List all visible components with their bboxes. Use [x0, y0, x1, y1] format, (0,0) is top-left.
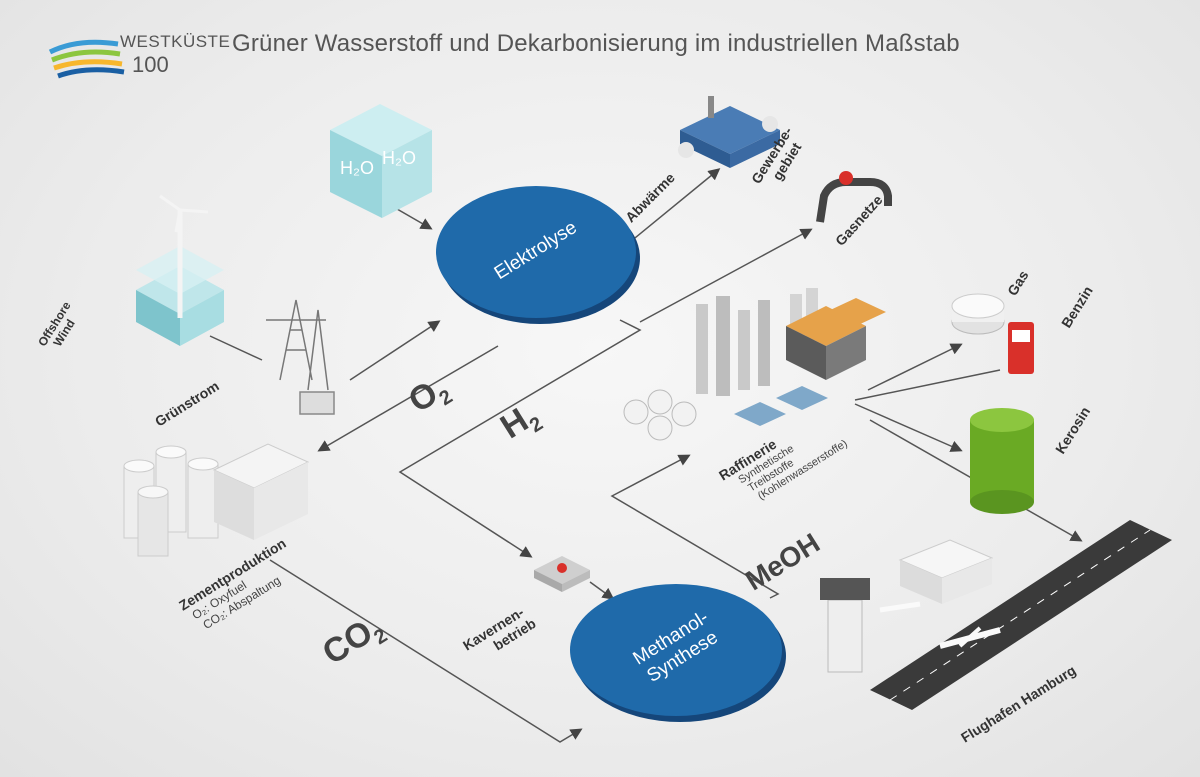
flow-offshore-to-grid	[209, 335, 263, 361]
logo-text-westkueste: WESTKÜSTE	[120, 32, 231, 51]
gas-pipe-icon	[816, 171, 892, 223]
flow-h2	[398, 319, 642, 558]
logo-swoosh-icon	[48, 39, 125, 79]
westkueste-logo: WESTKÜSTE 100	[48, 30, 231, 80]
flow-gas	[867, 343, 963, 391]
elektrolyse-node	[436, 186, 636, 318]
flow-o2-to-zement	[317, 345, 499, 452]
h2o-label-b: H₂O	[382, 148, 416, 168]
gas-tank-icon	[951, 293, 1005, 335]
flow-grid-to-elektrolyse	[349, 320, 441, 381]
kerosin-barrel-icon	[970, 408, 1034, 514]
methanol-node	[570, 584, 782, 716]
flow-kerosin	[854, 403, 963, 452]
offshore-wind-cube	[136, 194, 224, 346]
flow-abwaerme	[629, 168, 721, 243]
flow-benzin	[854, 369, 1001, 401]
page-title: Grüner Wasserstoff und Dekarbonisierung …	[232, 30, 960, 57]
flow-co2	[269, 559, 583, 743]
fuel-pump-icon	[1008, 322, 1034, 374]
cement-plant-icon	[123, 443, 310, 557]
factory-icon	[678, 96, 780, 168]
logo-text-100: 100	[132, 52, 169, 77]
transmission-tower-icon	[266, 299, 335, 415]
water-cube	[330, 104, 432, 218]
airport-icon	[820, 520, 1172, 710]
flow-gasnetze	[639, 228, 813, 323]
refinery-icon	[623, 288, 886, 441]
flow-meoh	[610, 454, 780, 599]
kavernen-valve-icon	[534, 556, 590, 592]
h2o-label-a: H₂O	[340, 158, 374, 178]
flow-kavernen-to-methanol	[589, 581, 615, 600]
